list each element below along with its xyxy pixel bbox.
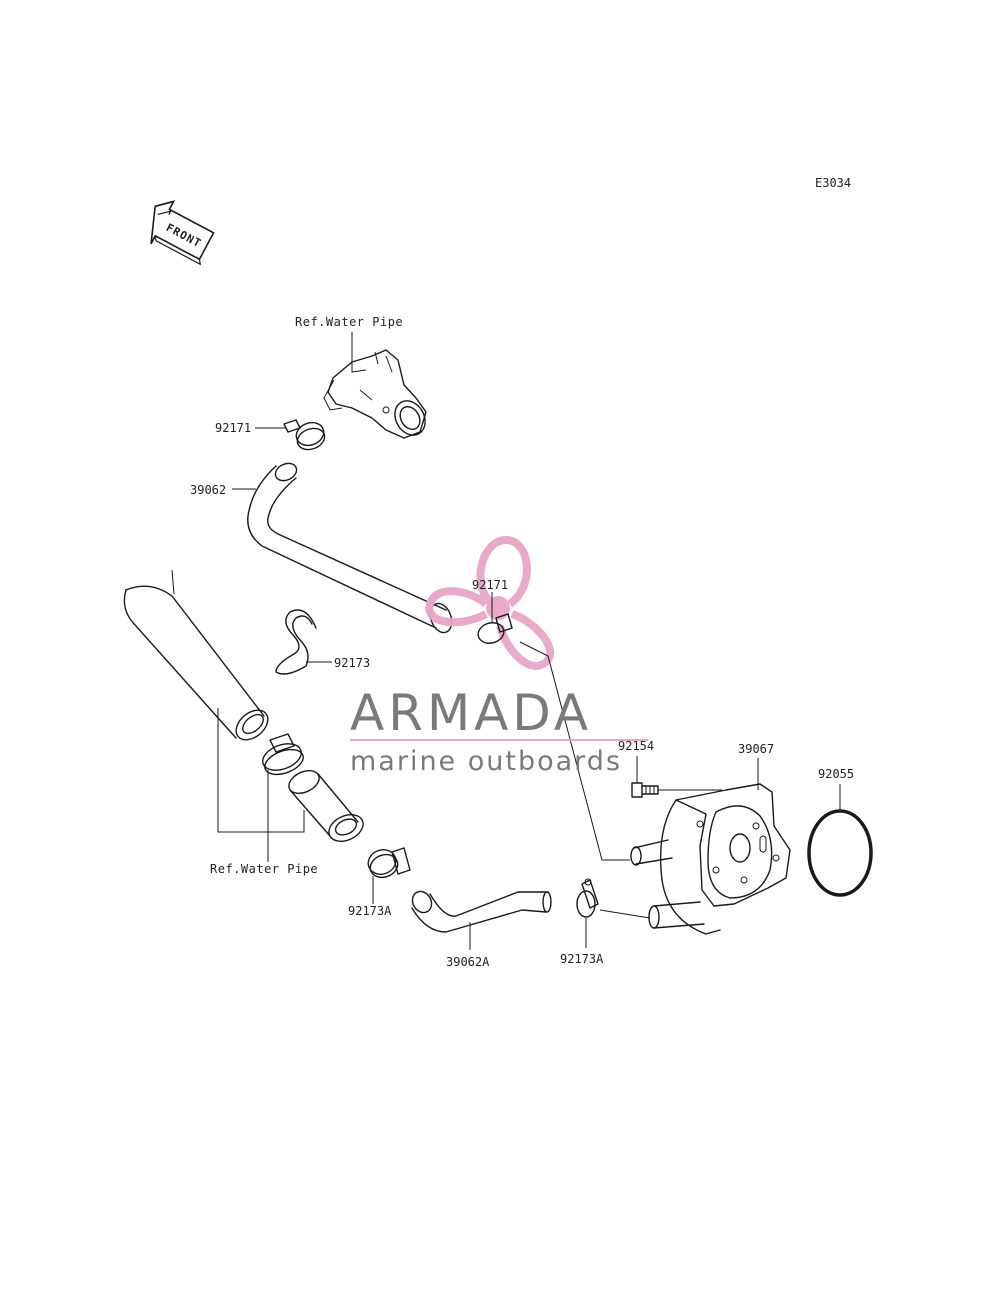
pipe-joint	[288, 769, 364, 842]
watermark-propeller-icon	[425, 535, 555, 670]
ref-water-pipe-bottom-label: Ref.Water Pipe	[210, 862, 318, 876]
bolt-92154-label: 92154	[618, 739, 654, 753]
watermark-tagline: marine outboards	[350, 746, 622, 777]
front-arrow-icon: FRONT	[150, 200, 215, 266]
oil-cooler-39067	[630, 783, 791, 935]
clip-92173-label: 92173	[334, 656, 370, 670]
clamp-92171-upper-label: 92171	[215, 421, 251, 435]
clamp-92173a-left-label: 92173A	[348, 904, 392, 918]
ref-water-pipe-top-label: Ref.Water Pipe	[295, 315, 403, 329]
hose-39062a	[411, 890, 552, 933]
hose-clamp-92171-upper	[283, 419, 326, 451]
hose-clamp-92171-mid	[477, 613, 513, 644]
clamp-92171-mid-label: 92171	[472, 578, 508, 592]
hose-clamp-lower-left	[262, 733, 304, 776]
clip-92173	[275, 609, 317, 675]
hose-clamp-92173a-left	[367, 847, 411, 879]
intake-hose	[123, 569, 269, 741]
o-ring-92055	[807, 809, 873, 897]
clamp-92173a-right-label: 92173A	[560, 952, 604, 966]
thermostat-housing	[323, 349, 427, 439]
hose-39062a-label: 39062A	[446, 955, 490, 969]
bolt-92154	[631, 782, 659, 798]
cooler-39067-label: 39067	[738, 742, 774, 756]
hose-39062-label: 39062	[190, 483, 226, 497]
hose-39062	[247, 462, 453, 634]
diagram-code: E3034	[815, 176, 851, 190]
watermark-brand: ARMADA	[350, 684, 592, 742]
hose-clamp-92173a-right	[576, 878, 599, 918]
oring-92055-label: 92055	[818, 767, 854, 781]
